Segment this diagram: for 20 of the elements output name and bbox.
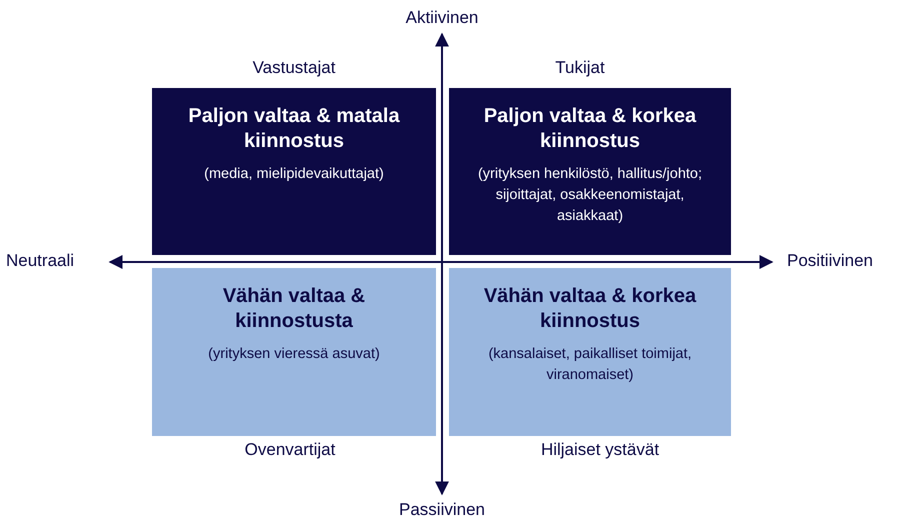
axis-label: Passiivinen (399, 500, 485, 520)
quadrant-title: Vähän valtaa & kiinnostusta (222, 284, 366, 334)
quadrant-label: Ovenvartijat (244, 440, 336, 460)
axis-label: Positiivinen (787, 251, 873, 271)
quadrant-description: (yrityksen vieressä asuvat) (208, 345, 380, 364)
quadrant-description: (media, mielipidevaikuttajat) (204, 165, 384, 184)
quadrant-label: Vastustajat (252, 58, 336, 78)
quadrant-label: Hiljaiset ystävät (540, 440, 660, 460)
quadrant-box (152, 88, 436, 255)
quadrant-box (449, 88, 731, 255)
quadrant-description: (yrityksen henkilöstö, hallitus/johto; sijoittajat, osakkeenomistajat, asiakkaat) (476, 165, 704, 226)
quadrant-description: (kansalaiset, paikalliset toimijat, viranomaiset) (487, 345, 693, 385)
quadrant-box (152, 268, 436, 436)
axis-label: Aktiivinen (406, 8, 478, 28)
axis-label: Neutraali (6, 251, 74, 271)
quadrant-title: Vähän valtaa & korkea kiinnostus (482, 284, 698, 334)
quadrant-box (449, 268, 731, 436)
quadrant-title: Paljon valtaa & matala kiinnostus (187, 104, 401, 154)
quadrant-label: Tukijat (555, 58, 605, 78)
quadrant-title: Paljon valtaa & korkea kiinnostus (482, 104, 698, 154)
